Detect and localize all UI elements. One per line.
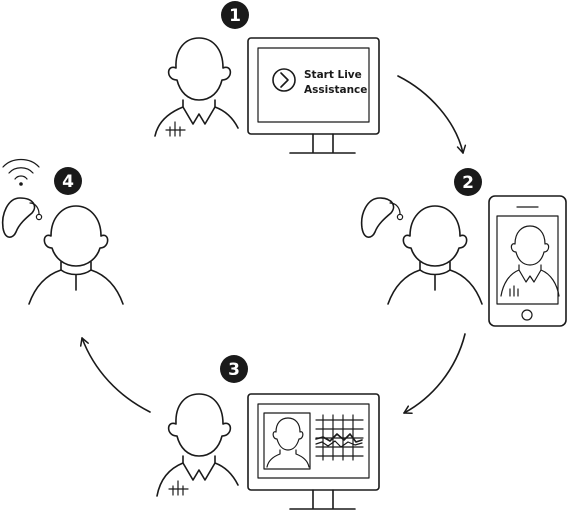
step-badge-1: 1 — [221, 1, 249, 29]
screen-title-line2: Assistance — [304, 84, 367, 96]
arrow-2-to-3 — [403, 333, 466, 414]
play-arrow-icon — [272, 68, 296, 92]
step-2: 2 — [360, 168, 567, 327]
wireless-signal-icon — [2, 158, 40, 186]
clinician-icon — [156, 393, 239, 497]
computer-monitor-icon — [247, 393, 380, 510]
screen-title-line1: Start Live — [304, 69, 362, 81]
step-1: 1 Start Live Assistance — [154, 1, 380, 154]
clinician-icon — [154, 37, 239, 137]
audiogram-graph-icon — [315, 414, 364, 461]
step-badge-2: 2 — [454, 168, 482, 196]
computer-monitor-icon: Start Live Assistance — [247, 37, 380, 154]
step-number-1: 1 — [229, 6, 241, 26]
home-button-icon — [521, 309, 533, 321]
smartphone-icon — [488, 195, 567, 327]
arrow-1-to-2 — [397, 75, 467, 154]
step-number-2: 2 — [462, 173, 474, 193]
chevron-right-icon — [280, 72, 289, 88]
video-call-tile — [263, 412, 311, 470]
step-number-3: 3 — [228, 360, 240, 380]
step-3: 3 — [156, 355, 380, 510]
hearing-aid-icon — [360, 197, 404, 238]
step-number-4: 4 — [62, 172, 74, 192]
patient-icon — [387, 205, 483, 305]
arrow-3-to-4 — [79, 337, 151, 413]
hearing-aid-icon — [1, 197, 43, 238]
patient-icon — [28, 205, 124, 305]
step-badge-3: 3 — [220, 355, 248, 383]
step-4: 4 — [1, 158, 124, 305]
step-badge-4: 4 — [54, 167, 82, 195]
